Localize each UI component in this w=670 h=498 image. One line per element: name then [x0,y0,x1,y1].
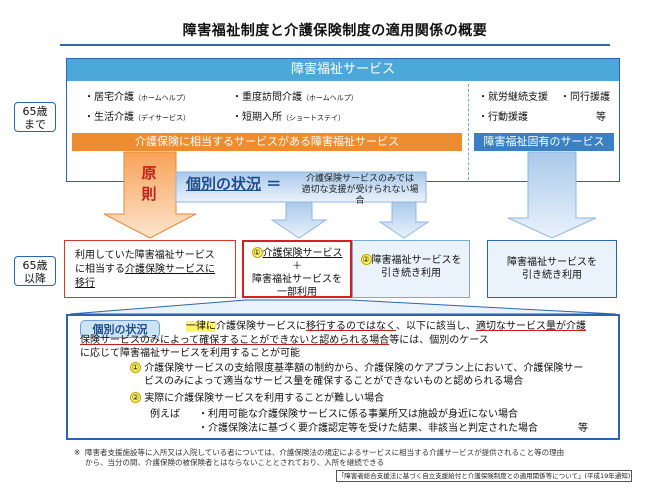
detail-connector [69,299,617,315]
arrow-unique [507,151,597,239]
service-short-stay: ・短期入所（ショートステイ） [232,112,345,123]
principle-arrow [103,151,197,239]
detail-paragraph-line1: 一律に介護保険サービスに移行するのではなく、以下に該当し、適切なサービス量が介護 [186,321,586,332]
example-1: ・利用可能な介護保険サービスに係る事業所又は施設が身近にない場合 [198,409,518,420]
individual-band [175,171,427,203]
example-etc: 等 [578,423,588,434]
service-accompany: ・同行援護 [560,92,610,103]
individual-condition: 介護保険サービスのみでは適切な支援が受けられない場合 [301,174,419,206]
detail-item1-line1: ① 介護保険サービスの支給限度基準額の制約から、介護保険のケアプラン上において、… [130,362,584,374]
welfare-services-header: 障害福祉サービス [67,59,619,81]
example-label: 例えば [150,409,180,420]
example-2: ・介護保険法に基づく要介護認定等を受けた結果、非該当と判定された場合 [198,423,538,434]
continue-unique-box: 障害福祉サービスを 引き続き利用 [487,240,617,298]
title-underline [60,44,610,46]
footnote: 障害者支援施設等に入所又は入院している者については、介護保険法の規定によるサービ… [85,448,565,467]
service-behavior: ・行動援護 [478,112,528,123]
service-employment: ・就労継続支援 [478,92,548,103]
principle-label: 原則 [141,164,157,203]
note-mark: ※ [74,448,81,457]
transfer-box: 利用していた障害福祉サービス に相当する介護保険サービスに 移行 [64,240,236,298]
age-until-65: 65歳まで [14,102,56,132]
arrow-to-box2 [378,201,430,239]
age-after-65: 65歳以降 [14,256,56,286]
service-etc: 等 [596,112,606,123]
service-severe-visit: ・重度訪問介護（ホームヘルプ） [232,92,358,103]
equivalent-services-bar: 介護保険に相当するサービスがある障害福祉サービス [72,133,462,151]
arrow-to-box1 [270,201,328,239]
individual-label: 個別の状況 [80,320,160,338]
service-life-care: ・生活介護（デイサービス） [84,112,190,123]
detail-paragraph-line2: 保険サービスのみによって確保することができないと認められる場合等には、個別のケー… [80,335,489,346]
detail-item1-line2: ビスのみによって適当なサービス量を確保することができないものと認められる場合 [144,376,524,387]
page-title: 障害福祉制度と介護保険制度の適用関係の概要 [182,23,488,39]
unique-services-bar: 障害福祉固有のサービス [474,133,614,151]
individual-heading: 個別の状況 ＝ [186,175,282,193]
source-citation: 「障害者総合支援法に基づく自立支援給付と介護保険制度との適用関係等について」(平… [336,470,632,482]
service-home-help: ・居宅介護（ホームヘルプ） [84,92,190,103]
detail-paragraph-line3: に応じて障害福祉サービスを利用することが可能 [80,348,300,359]
detail-item2: ② 実際に介護保険サービスを利用することが難しい場合 [130,392,385,404]
divider-dashed [468,84,469,180]
